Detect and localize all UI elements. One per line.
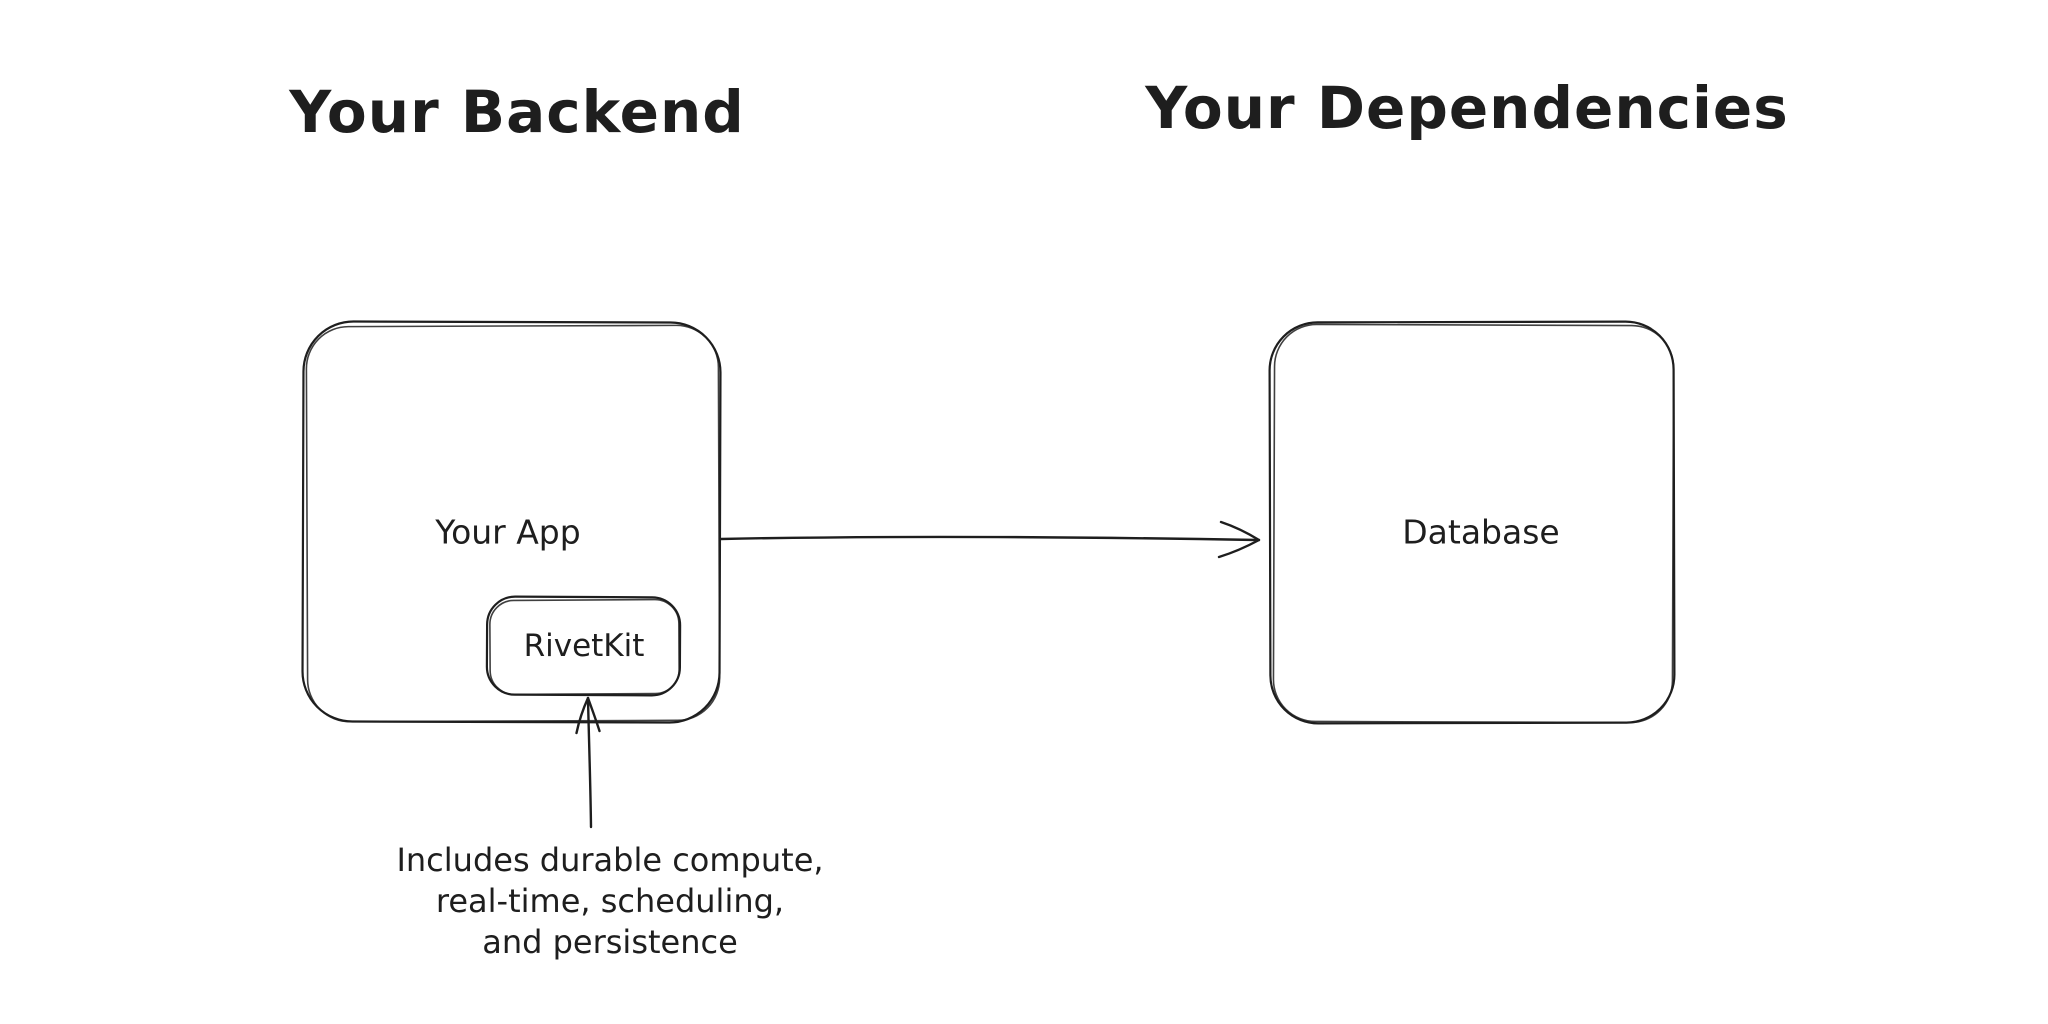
database-label: Database — [1402, 512, 1560, 552]
app-to-database-arrow — [719, 520, 1261, 559]
rivetkit-box — [485, 595, 682, 697]
rivetkit-annotation: Includes durable compute, real-time, sch… — [396, 840, 823, 963]
your-app-label: Your App — [435, 512, 581, 552]
right-column-title: Your Dependencies — [1145, 74, 1789, 142]
your-app-box — [301, 320, 722, 724]
annotation-line: real-time, scheduling, — [435, 882, 785, 920]
left-column-title: Your Backend — [289, 78, 745, 146]
annotation-line: Includes durable compute, — [396, 841, 824, 879]
annotation-line: and persistence — [482, 923, 738, 961]
annotation-to-rivetkit-arrow — [575, 696, 601, 829]
database-box — [1268, 320, 1676, 725]
rivetkit-label: RivetKit — [523, 628, 645, 664]
